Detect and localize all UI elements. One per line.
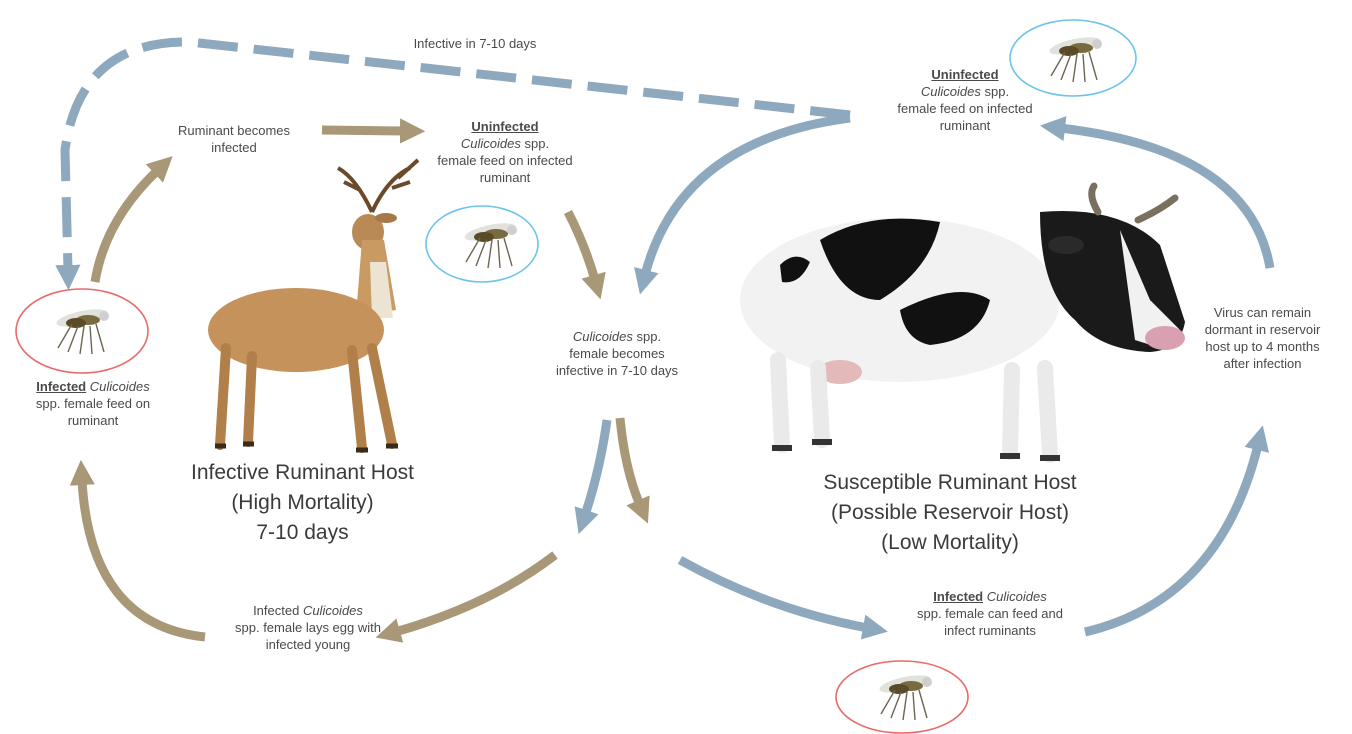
arrow-infective-to-split xyxy=(620,418,640,505)
cow-illustration xyxy=(740,186,1185,458)
eggs-rest: spp. female lays egg with infected young xyxy=(235,620,381,652)
infected-left-label: Infected Culicoides spp. female feed on … xyxy=(18,378,168,429)
arrow-split-to-eggs xyxy=(395,555,555,632)
eggs-prefix: Infected xyxy=(253,603,303,618)
uninfected-left-rest-1: spp. xyxy=(521,136,549,151)
center-rest-2: female becomes infective in 7-10 days xyxy=(556,346,678,378)
infective-host-line-1: Infective Ruminant Host xyxy=(150,458,455,488)
arrow-midge-to-ruminant xyxy=(95,170,158,282)
uninfected-midge-left-icon xyxy=(426,206,538,282)
eggs-genus: Culicoides xyxy=(303,603,363,618)
susceptible-host-line-2: (Possible Reservoir Host) xyxy=(795,498,1105,528)
uninfected-right-rest-1: spp. xyxy=(981,84,1009,99)
infected-midge-bottom-icon xyxy=(836,661,968,733)
arrow-center-down-blue xyxy=(585,420,607,515)
infected-bottom-genus: Culicoides xyxy=(983,589,1047,604)
uninfected-right-rest-2: female feed on infected ruminant xyxy=(897,101,1032,133)
eggs-label: Infected Culicoides spp. female lays egg… xyxy=(228,602,388,653)
infective-host-line-2: (High Mortality) xyxy=(150,488,455,518)
center-genus: Culicoides xyxy=(573,329,633,344)
arrow-bottom-to-dormant xyxy=(1085,445,1258,632)
top-dashed-label: Infective in 7-10 days xyxy=(380,35,570,52)
uninfected-right-header: Uninfected xyxy=(931,67,998,82)
infected-bottom-rest: spp. female can feed and infect ruminant… xyxy=(917,606,1063,638)
center-rest-1: spp. xyxy=(633,329,661,344)
arrow-ruminant-to-feed xyxy=(322,130,405,131)
arrow-to-infected-bottom xyxy=(680,560,868,628)
dormant-label: Virus can remain dormant in reservoir ho… xyxy=(1195,304,1330,372)
uninfected-right-genus: Culicoides xyxy=(921,84,981,99)
arrow-feed-to-infective xyxy=(568,212,595,280)
infected-left-rest: spp. female feed on ruminant xyxy=(36,396,150,428)
infected-left-header: Infected xyxy=(36,379,86,394)
infected-bottom-label: Infected Culicoides spp. female can feed… xyxy=(915,588,1065,639)
susceptible-host-line-3: (Low Mortality) xyxy=(795,528,1105,558)
infective-host-title: Infective Ruminant Host (High Mortality)… xyxy=(150,458,455,548)
infected-midge-left-icon xyxy=(16,289,148,373)
infected-left-genus: Culicoides xyxy=(86,379,150,394)
uninfected-left-label: Uninfected Culicoides spp. female feed o… xyxy=(430,118,580,186)
ruminant-becomes-infected-label: Ruminant becomes infected xyxy=(160,122,308,156)
susceptible-host-line-1: Susceptible Ruminant Host xyxy=(795,468,1105,498)
uninfected-right-label: Uninfected Culicoides spp. female feed o… xyxy=(890,66,1040,134)
deer-illustration xyxy=(208,160,418,450)
uninfected-left-rest-2: female feed on infected ruminant xyxy=(437,153,572,185)
susceptible-host-title: Susceptible Ruminant Host (Possible Rese… xyxy=(795,468,1105,558)
uninfected-left-genus: Culicoides xyxy=(461,136,521,151)
infective-host-line-3: 7-10 days xyxy=(150,518,455,548)
infected-bottom-header: Infected xyxy=(933,589,983,604)
center-infective-label: Culicoides spp. female becomes infective… xyxy=(552,328,682,379)
uninfected-left-header: Uninfected xyxy=(471,119,538,134)
